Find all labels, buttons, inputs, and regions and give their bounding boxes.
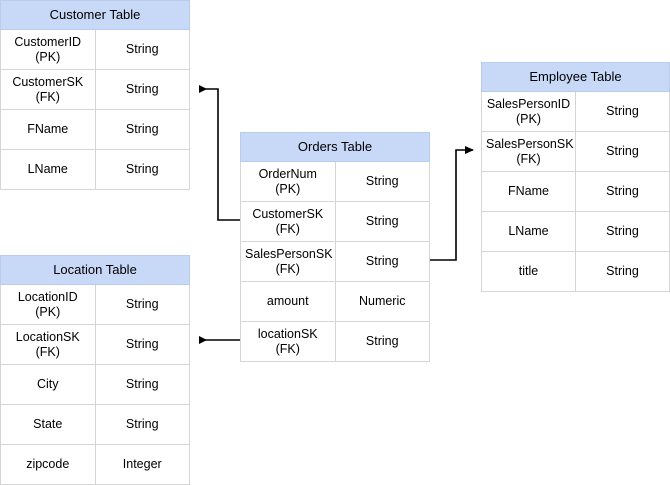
table-row: City String [0,364,190,405]
table-customer-field-2: FName [0,109,96,150]
table-location-title: Location Table [0,255,190,285]
table-orders-type-2: String [334,241,430,282]
table-employee-field-1: SalesPersonSK (FK) [481,131,576,172]
table-location-type-0: String [94,284,190,325]
table-location-type-1: String [94,324,190,365]
table-customer-type-1: String [94,69,190,110]
table-employee-header-row: Employee Table [481,62,670,92]
table-location-field-1: LocationSK (FK) [0,324,96,365]
table-employee-type-2: String [575,171,670,212]
table-customer-type-3: String [94,149,190,190]
table-orders-field-4: locationSK (FK) [240,321,336,362]
table-row: zipcode Integer [0,444,190,485]
table-row: LocationID (PK) String [0,284,190,325]
table-orders-type-0: String [334,161,430,202]
table-row: CustomerSK (FK) String [0,69,190,110]
table-employee-type-0: String [575,91,670,132]
table-customer-header-row: Customer Table [0,0,190,30]
table-customer-field-1: CustomerSK (FK) [0,69,96,110]
table-employee-title: Employee Table [481,62,670,92]
table-customer-field-3: LName [0,149,96,190]
table-row: SalesPersonID (PK) String [481,91,670,132]
table-customer-type-2: String [94,109,190,150]
table-row: amount Numeric [240,281,430,322]
table-location-header-row: Location Table [0,255,190,285]
table-orders-type-4: String [334,321,430,362]
table-row: LName String [0,149,190,190]
table-orders-field-0: OrderNum (PK) [240,161,336,202]
table-location-type-3: String [94,404,190,445]
table-row: LocationSK (FK) String [0,324,190,365]
table-row: title String [481,251,670,292]
table-orders-field-3: amount [240,281,336,322]
table-orders-type-3: Numeric [334,281,430,322]
table-orders[interactable]: Orders Table OrderNum (PK) String Custom… [240,132,430,362]
table-employee-field-4: title [481,251,576,292]
table-location-field-2: City [0,364,96,405]
table-employee-type-1: String [575,131,670,172]
table-employee-field-3: LName [481,211,576,252]
table-row: FName String [481,171,670,212]
table-location[interactable]: Location Table LocationID (PK) String Lo… [0,255,190,485]
table-orders-field-2: SalesPersonSK (FK) [240,241,336,282]
table-customer[interactable]: Customer Table CustomerID (PK) String Cu… [0,0,190,190]
table-orders-header-row: Orders Table [240,132,430,162]
link-orders-to-customer [199,85,240,221]
table-employee[interactable]: Employee Table SalesPersonID (PK) String… [481,62,670,292]
table-orders-field-1: CustomerSK (FK) [240,201,336,242]
table-location-field-3: State [0,404,96,445]
table-row: SalesPersonSK (FK) String [240,241,430,282]
table-row: CustomerSK (FK) String [240,201,430,242]
table-employee-type-4: String [575,251,670,292]
table-location-field-0: LocationID (PK) [0,284,96,325]
table-row: SalesPersonSK (FK) String [481,131,670,172]
table-row: FName String [0,109,190,150]
table-customer-field-0: CustomerID (PK) [0,29,96,70]
table-location-type-4: Integer [94,444,190,485]
link-orders-to-employee [430,146,474,261]
table-location-type-2: String [94,364,190,405]
table-row: LName String [481,211,670,252]
table-row: locationSK (FK) String [240,321,430,362]
table-location-field-4: zipcode [0,444,96,485]
table-employee-type-3: String [575,211,670,252]
table-customer-title: Customer Table [0,0,190,30]
table-row: State String [0,404,190,445]
table-orders-type-1: String [334,201,430,242]
table-employee-field-0: SalesPersonID (PK) [481,91,576,132]
table-customer-type-0: String [94,29,190,70]
table-row: CustomerID (PK) String [0,29,190,70]
table-orders-title: Orders Table [240,132,430,162]
table-employee-field-2: FName [481,171,576,212]
table-row: OrderNum (PK) String [240,161,430,202]
